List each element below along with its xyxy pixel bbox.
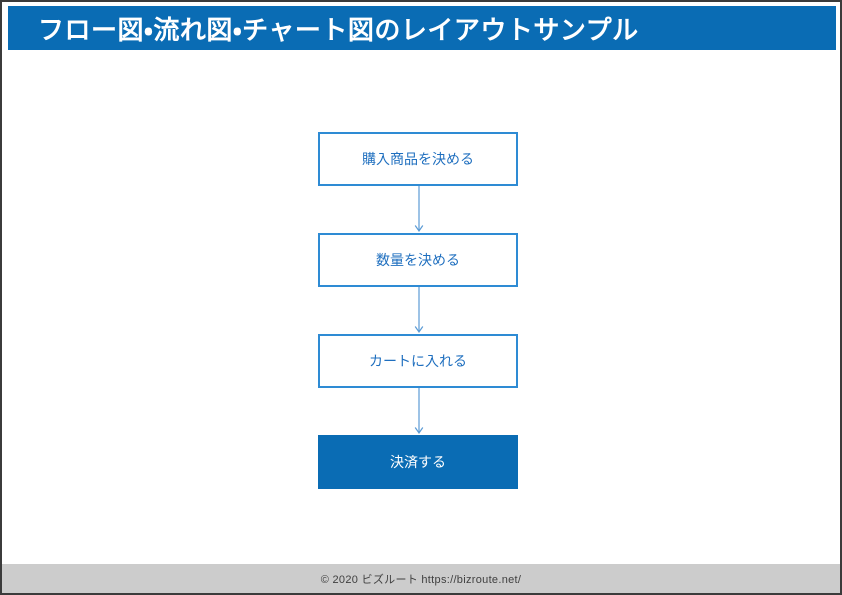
flow-connector-3 [413, 388, 425, 435]
flow-node-2-label: 数量を決める [376, 252, 460, 268]
down-arrow-icon [414, 388, 424, 435]
down-arrow-icon [414, 186, 424, 233]
flow-node-4[interactable]: 決済する [318, 435, 518, 489]
flow-connector-1 [413, 186, 425, 233]
page-title: フロー図・流れ図・チャート図のレイアウトサンプル [38, 14, 639, 45]
flow-chart: 購入商品を決める 数量を決める カートに入れる [2, 50, 840, 560]
flow-node-3-label: カートに入れる [369, 353, 467, 369]
down-arrow-icon [414, 287, 424, 334]
flow-node-4-label: 決済する [390, 454, 446, 470]
footer-credit: © 2020 ビズルート https://bizroute.net/ [320, 573, 522, 586]
flow-connector-2 [413, 287, 425, 334]
flow-node-3[interactable]: カートに入れる [318, 334, 518, 388]
footer-bar: © 2020 ビズルート https://bizroute.net/ [2, 564, 840, 593]
slide-title-band: フロー図・流れ図・チャート図のレイアウトサンプル [8, 6, 836, 50]
flow-node-1[interactable]: 購入商品を決める [318, 132, 518, 186]
flow-node-1-label: 購入商品を決める [362, 151, 474, 167]
flow-node-2[interactable]: 数量を決める [318, 233, 518, 287]
